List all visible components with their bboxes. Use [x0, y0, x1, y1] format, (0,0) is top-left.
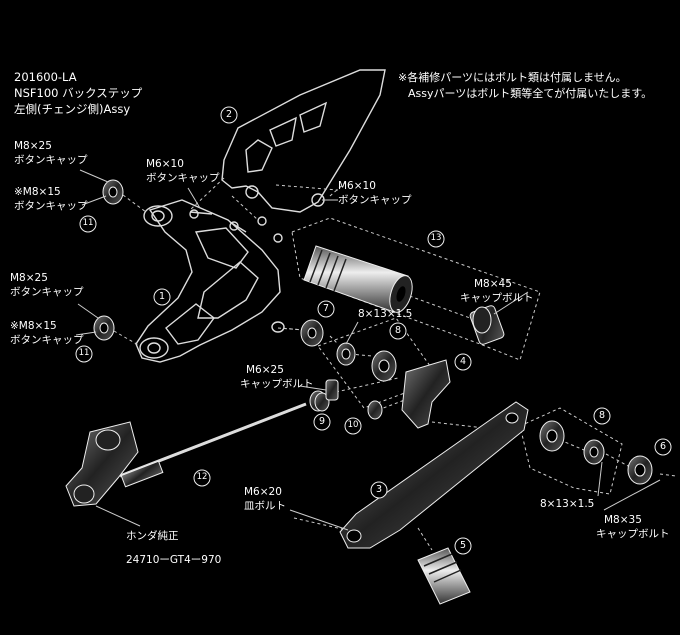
product-code: 201600-LA [14, 70, 77, 84]
product-model: NSF100 バックステップ [14, 86, 143, 100]
washer-part-10 [367, 400, 383, 420]
label-m6x25: M6×25 [246, 364, 284, 376]
note-line-2: Assyパーツはボルト類等全てが付属いたします。 [408, 87, 653, 100]
callout-5 [454, 537, 472, 555]
callout-13 [427, 230, 445, 248]
label-collar-top: 8×13×1.5 [358, 308, 413, 320]
label-m6x25-type: キャップボルト [240, 378, 314, 390]
label-m8x45: M8×45 [474, 278, 512, 290]
button-cap-bolt-11-bottom [93, 315, 115, 341]
callout-2 [220, 106, 238, 124]
label-m6x10-right-type: ボタンキャップ [338, 194, 412, 206]
callout-7-number: 7 [322, 303, 330, 314]
pivot-bracket-part-4 [401, 359, 451, 429]
callout-7 [317, 300, 335, 318]
label-m8x45-type: キャップボルト [460, 292, 534, 304]
callout-8-top-number: 8 [394, 325, 402, 336]
callout-11-bottom-number: 11 [78, 348, 90, 358]
callout-5-number: 5 [459, 540, 467, 551]
collar-part-7 [300, 319, 324, 347]
callout-3 [370, 481, 388, 499]
callout-6-number: 6 [659, 441, 667, 452]
label-m6x10-left-type: ボタンキャップ [146, 172, 220, 184]
shift-lever-part-3 [339, 401, 529, 549]
label-m8x35-type: キャップボルト [596, 528, 670, 540]
footpeg-part-13 [303, 245, 413, 313]
washer-part-8-bottom [539, 420, 605, 465]
callout-8-bottom-number: 8 [598, 410, 606, 421]
callout-8-bottom [593, 407, 611, 425]
callout-2-number: 2 [225, 109, 233, 120]
callout-11-bottom [75, 345, 93, 363]
callout-10-number: 10 [347, 420, 359, 430]
cap-bolt-m8x45 [469, 305, 505, 345]
shift-peg-part-5 [417, 547, 471, 605]
label-m8x15-mid-type: ボタンキャップ [10, 334, 84, 346]
callout-12 [193, 469, 211, 487]
callout-12-number: 12 [196, 472, 208, 482]
callout-4 [454, 353, 472, 371]
nut-part-9 [314, 392, 330, 412]
callout-1 [153, 288, 171, 306]
callout-9 [313, 413, 331, 431]
cap-bolt-m6x25 [325, 379, 339, 401]
label-m8x25-top-type: ボタンキャップ [14, 154, 88, 166]
shift-rod-part-12 [119, 390, 327, 488]
label-honda-part-number: 24710ーGT4ー970 [126, 554, 222, 566]
main-bracket [135, 199, 281, 363]
callout-8-top [389, 322, 407, 340]
label-m8x25-mid-type: ボタンキャップ [10, 286, 84, 298]
label-m8x25-mid: M8×25 [10, 272, 48, 284]
heel-guard-plate [221, 69, 386, 213]
label-m8x15-top-type: ボタンキャップ [14, 200, 88, 212]
label-collar-bottom: 8×13×1.5 [540, 498, 595, 510]
callout-11-top-number: 11 [82, 218, 94, 228]
label-m6x10-left: M6×10 [146, 158, 184, 170]
label-m6x10-right: M6×10 [338, 180, 376, 192]
label-m6x20-type: 皿ボルト [244, 500, 286, 512]
label-m6x20: M6×20 [244, 486, 282, 498]
honda-linkage [65, 421, 139, 507]
cap-bolt-part-6 [627, 455, 653, 485]
label-m8x15-mid: ※M8×15 [10, 320, 57, 332]
callout-9-number: 9 [318, 416, 326, 427]
product-side: 左側(チェンジ側)Assy [14, 102, 131, 116]
callout-11-top [79, 215, 97, 233]
callout-13-number: 13 [430, 233, 442, 243]
label-m8x35: M8×35 [604, 514, 642, 526]
callout-6 [654, 438, 672, 456]
note-line-1: ※各補修パーツにはボルト類は付属しません。 [398, 71, 627, 84]
washer-part-8-top [336, 342, 397, 382]
button-cap-bolt-11-top [102, 179, 124, 205]
callout-3-number: 3 [375, 484, 383, 495]
part-8-group-box-bottom [519, 407, 623, 495]
callout-1-number: 1 [158, 291, 166, 302]
label-honda-genuine: ホンダ純正 [126, 530, 179, 542]
label-m8x25-top: M8×25 [14, 140, 52, 152]
label-m8x15-top: ※M8×15 [14, 186, 61, 198]
callout-4-number: 4 [459, 356, 467, 367]
callout-10 [344, 417, 362, 435]
